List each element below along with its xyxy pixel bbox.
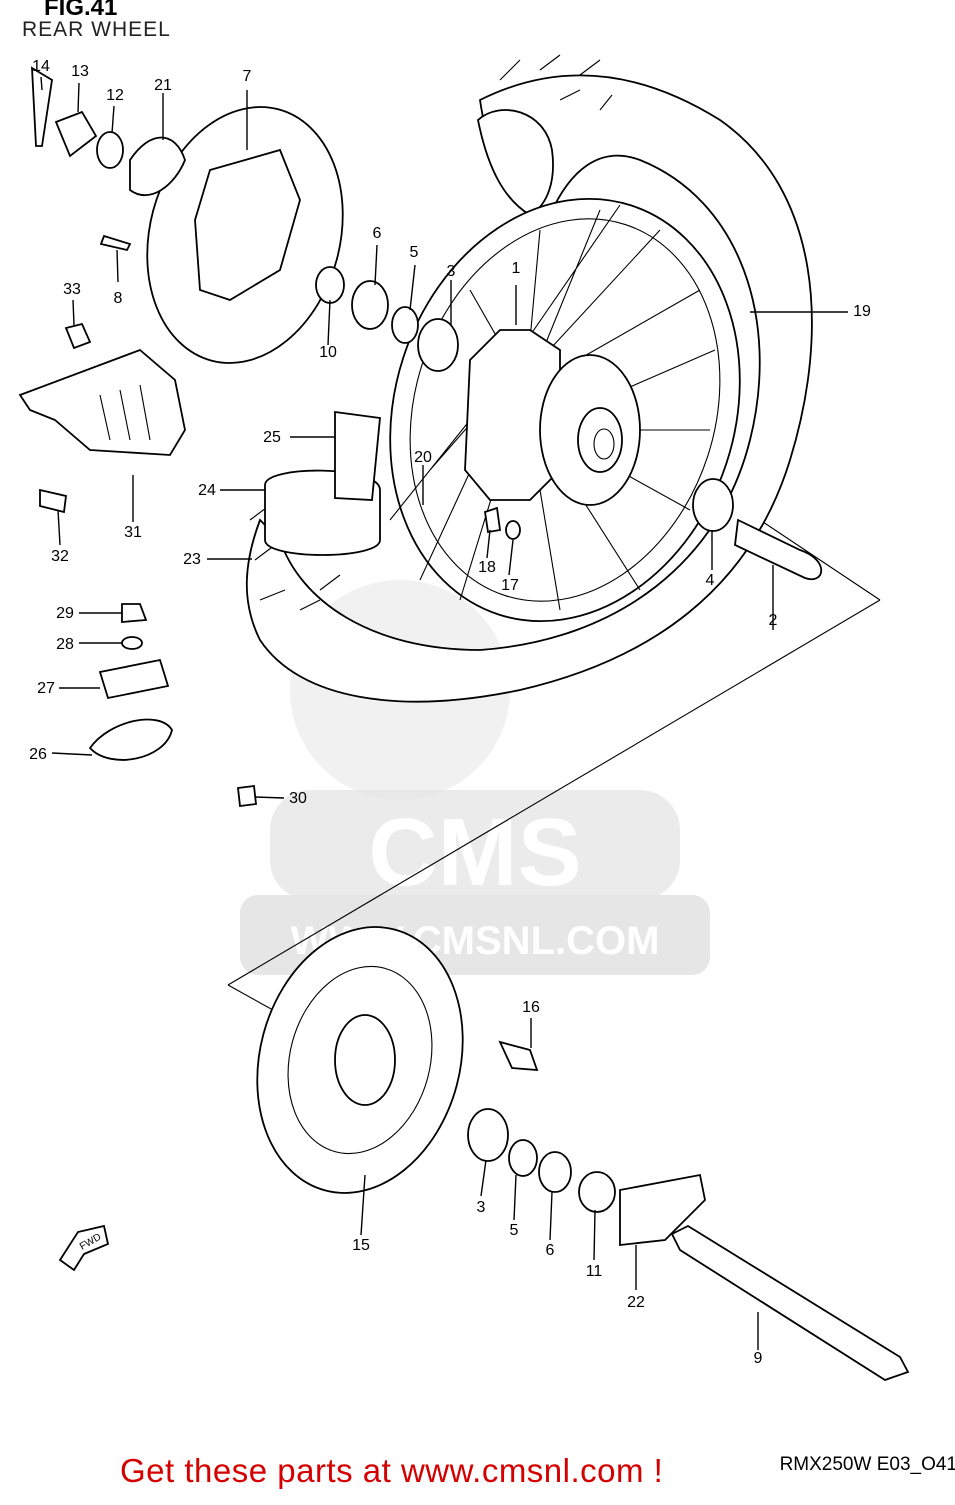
part-number-label[interactable]: 4 — [706, 572, 715, 589]
spacer-2 — [734, 518, 822, 581]
spacer-11 — [578, 1171, 616, 1213]
part-number-label[interactable]: 8 — [114, 290, 123, 307]
figure-title: FIG.41 — [44, 0, 118, 21]
axle-nut-13 — [54, 110, 98, 158]
part-number-label[interactable]: 31 — [124, 524, 142, 541]
dust-seal-6-lower — [538, 1151, 572, 1193]
axis-line-right — [759, 519, 881, 601]
part-number-label[interactable]: 14 — [32, 58, 50, 75]
part-number-label[interactable]: 26 — [29, 746, 47, 763]
part-number-label[interactable]: 32 — [51, 548, 69, 565]
rim-lock-27 — [98, 658, 170, 700]
chain-adjuster-22 — [619, 1173, 706, 1247]
part-number-label[interactable]: 25 — [263, 429, 281, 446]
part-number-label[interactable]: 11 — [586, 1263, 603, 1280]
rear-sprocket — [256, 926, 464, 1194]
part-number-label[interactable]: 12 — [106, 87, 124, 104]
part-number-label[interactable]: 27 — [37, 680, 55, 697]
part-number-labels: 1234567891011121314151617181920212223242… — [29, 58, 871, 1367]
chain-adjuster-21 — [129, 136, 186, 196]
part-number-label[interactable]: 23 — [183, 551, 201, 568]
spacer-10 — [315, 266, 345, 304]
brake-disc — [146, 106, 344, 364]
part-number-label[interactable]: 9 — [754, 1350, 763, 1367]
disc-cover — [18, 348, 186, 456]
figure-subtitle: REAR WHEEL — [22, 18, 171, 41]
axis-line-upper — [227, 599, 881, 986]
circlip-5-lower — [508, 1139, 538, 1177]
bolt-32 — [39, 488, 67, 514]
cta-link-text[interactable]: Get these parts at www.cmsnl.com ! — [120, 1452, 664, 1489]
forward-direction-marker: FWD — [58, 1224, 110, 1272]
part-number-label[interactable]: 10 — [319, 344, 337, 361]
rim-lock-plate-26 — [88, 718, 173, 761]
bearing-4 — [692, 478, 734, 532]
part-number-label[interactable]: 28 — [56, 636, 74, 653]
axle-9 — [670, 1224, 910, 1381]
part-number-label[interactable]: 2 — [769, 612, 778, 629]
bearing-3-lower — [467, 1108, 509, 1162]
inner-tube-part — [334, 410, 381, 501]
nut-29 — [121, 603, 148, 623]
part-number-label[interactable]: 29 — [56, 605, 74, 622]
model-code: RMX250W E03_O41 — [779, 1454, 955, 1475]
part-number-label[interactable]: 5 — [510, 1222, 519, 1239]
part-number-label[interactable]: 17 — [501, 577, 519, 594]
bolt-8 — [99, 234, 132, 252]
watermark-logo-text: CMS — [368, 799, 581, 906]
part-number-label[interactable]: 21 — [154, 77, 172, 94]
part-number-label[interactable]: 15 — [352, 1237, 370, 1254]
part-number-label[interactable]: 6 — [546, 1242, 555, 1259]
part-number-label[interactable]: 22 — [627, 1294, 645, 1311]
tire — [245, 54, 813, 703]
part-number-label[interactable]: 16 — [522, 999, 540, 1016]
bolt-33 — [64, 322, 92, 350]
hub — [464, 329, 641, 506]
arrow-left-down-icon — [58, 1224, 110, 1272]
part-number-label[interactable]: 7 — [243, 68, 252, 85]
part-number-label[interactable]: 19 — [853, 303, 871, 320]
part-number-label[interactable]: 3 — [477, 1199, 486, 1216]
washer-28 — [121, 636, 143, 650]
circlip-5 — [391, 306, 419, 344]
part-number-label[interactable]: 1 — [512, 260, 521, 277]
bolt-16 — [498, 1040, 539, 1072]
nipple-17 — [505, 520, 521, 540]
part-number-label[interactable]: 3 — [447, 263, 456, 280]
part-number-label[interactable]: 30 — [289, 790, 307, 807]
part-number-label[interactable]: 24 — [198, 482, 216, 499]
part-number-label[interactable]: 20 — [414, 449, 432, 466]
cms-watermark: CMS WWW.CMSNL.COM — [240, 580, 710, 975]
part-number-label[interactable]: 5 — [410, 244, 419, 261]
washer-12 — [96, 131, 124, 169]
dust-seal-6 — [351, 280, 389, 330]
part-number-label[interactable]: 6 — [373, 225, 382, 242]
part-number-label[interactable]: 13 — [71, 63, 89, 80]
bearing-3 — [417, 318, 459, 372]
part-number-label[interactable]: 33 — [63, 281, 81, 298]
disc-cover-ribs — [99, 384, 151, 441]
spoke-18 — [483, 506, 502, 534]
part-number-label[interactable]: 18 — [478, 559, 496, 576]
cotter-pin-14 — [31, 66, 53, 147]
leader-lines — [40, 76, 848, 1350]
valve-cap-30 — [237, 784, 257, 808]
